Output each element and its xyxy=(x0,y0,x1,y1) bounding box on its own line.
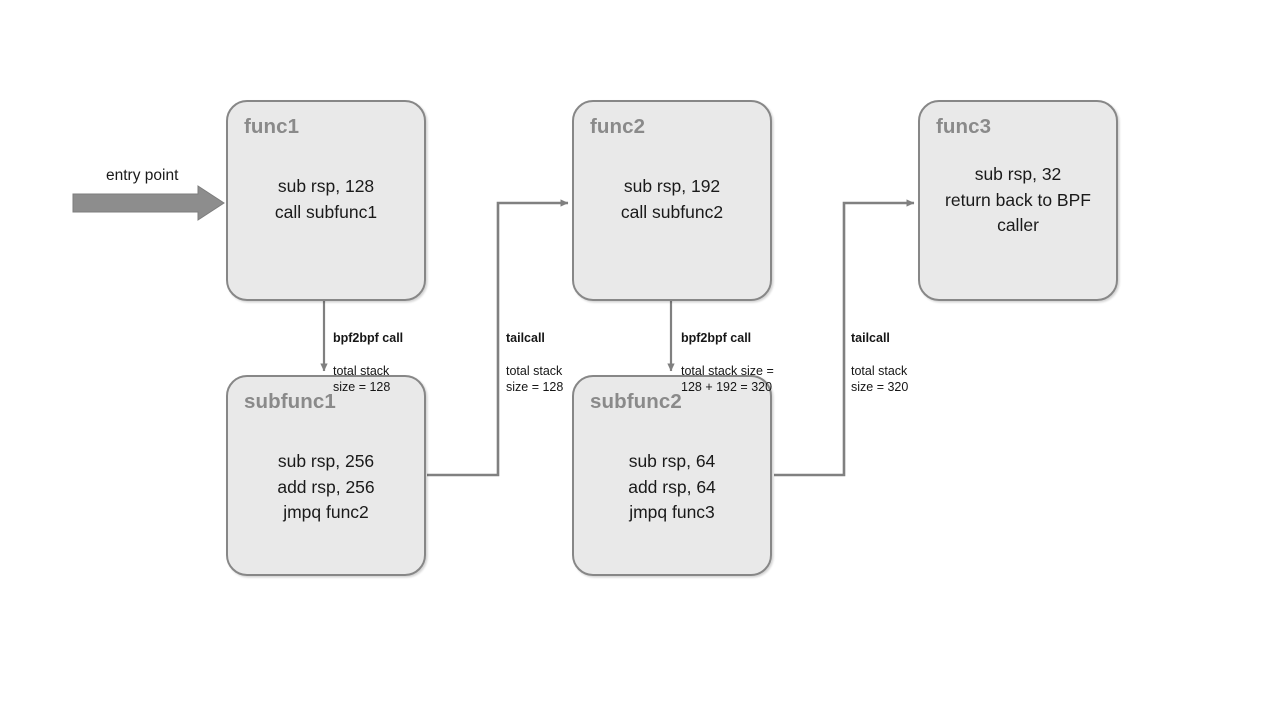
edge-label-subfunc1-to-func2: tailcall total stack size = 128 xyxy=(506,313,616,412)
edge-label-func1-to-subfunc1: bpf2bpf call total stack size = 128 xyxy=(333,313,453,412)
node-subfunc2-title: subfunc2 xyxy=(590,390,682,413)
node-subfunc2-body: sub rsp, 64 add rsp, 64 jmpq func3 xyxy=(628,451,716,522)
node-func2[interactable]: func2 sub rsp, 192 call subfunc2 xyxy=(572,100,772,301)
edge-label-kind: bpf2bpf call xyxy=(333,330,404,345)
node-subfunc1-body: sub rsp, 256 add rsp, 256 jmpq func2 xyxy=(277,451,375,522)
node-subfunc1[interactable]: subfunc1 sub rsp, 256 add rsp, 256 jmpq … xyxy=(226,375,426,576)
edge-label-kind: bpf2bpf call xyxy=(681,330,752,345)
entry-point-arrow xyxy=(72,185,225,221)
edge-label-detail: total stack size = 128 xyxy=(506,363,564,395)
node-func3[interactable]: func3 sub rsp, 32 return back to BPF cal… xyxy=(918,100,1118,301)
edge-label-detail: total stack size = 320 xyxy=(851,363,909,395)
node-subfunc1-title: subfunc1 xyxy=(244,390,336,413)
edge-label-kind: tailcall xyxy=(851,330,890,345)
edge-label-detail: total stack size = 128 xyxy=(333,363,391,395)
edge-label-detail: total stack size = 128 + 192 = 320 xyxy=(681,363,774,395)
node-func1-body: sub rsp, 128 call subfunc1 xyxy=(274,176,378,222)
edge-label-func2-to-subfunc2: bpf2bpf call total stack size = 128 + 19… xyxy=(681,313,811,412)
node-func2-body: sub rsp, 192 call subfunc2 xyxy=(620,176,724,222)
edge-label-subfunc2-to-func3: tailcall total stack size = 320 xyxy=(851,313,961,412)
node-func3-body-text: sub rsp, 32 return back to BPF caller xyxy=(945,164,1091,236)
entry-point-label: entry point xyxy=(106,167,179,184)
node-subfunc2[interactable]: subfunc2 sub rsp, 64 add rsp, 64 jmpq fu… xyxy=(572,375,772,576)
node-func1-title: func1 xyxy=(244,115,300,138)
node-func2-title: func2 xyxy=(590,115,646,138)
node-func3-body: sub rsp, 32 return back to BPF caller xyxy=(920,102,1116,299)
node-func1[interactable]: func1 sub rsp, 128 call subfunc1 xyxy=(226,100,426,301)
edge-label-kind: tailcall xyxy=(506,330,545,345)
node-func3-title: func3 xyxy=(936,115,992,138)
